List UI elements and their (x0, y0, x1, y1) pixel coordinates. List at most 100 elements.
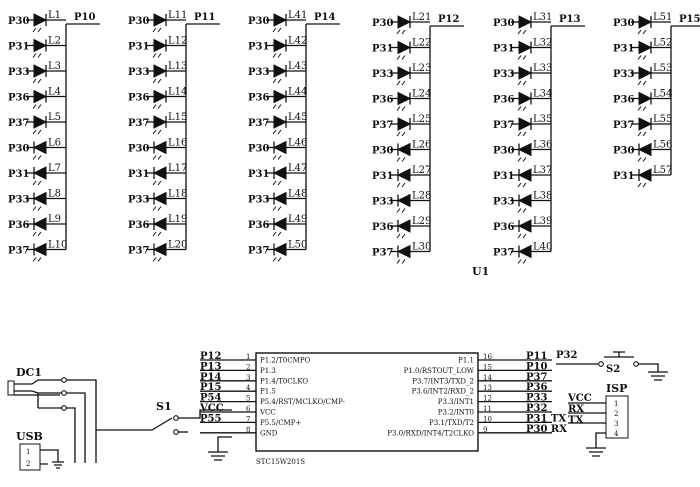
led-label: L10 (48, 240, 67, 251)
led-diode (517, 244, 532, 259)
chip-pin-name: P3.6/INT2/RXD_2 (412, 388, 474, 396)
led-label: L14 (168, 87, 187, 98)
led-diode (638, 40, 653, 55)
led-diode (397, 66, 412, 80)
led-diode (153, 13, 168, 27)
led-label: L29 (412, 216, 431, 227)
row-net-label: P31 (8, 169, 29, 180)
dc-jack-body (7, 380, 15, 396)
led-label: L17 (168, 163, 187, 174)
dc-jack-label: DC1 (16, 366, 42, 379)
led-diode (396, 244, 411, 259)
led-diode (272, 217, 287, 231)
switch-s1 (140, 417, 173, 431)
chip-pin-name: P1.4/T0CLKO (260, 377, 308, 385)
led-diode (153, 64, 168, 78)
row-net-label: P30 (248, 16, 269, 27)
led-label: L22 (412, 38, 431, 49)
led-diode (396, 168, 411, 182)
led-diode (517, 168, 532, 182)
chip-pin-name: P5.5/CMP+ (260, 419, 301, 427)
led-diode (517, 142, 532, 157)
row-net-label: P37 (248, 118, 269, 129)
chip-part-number: STC15W201S (256, 458, 305, 466)
led-diode (152, 242, 167, 257)
dc-jack-contacts (14, 379, 60, 396)
row-net-label: P37 (613, 120, 634, 131)
led-diode (152, 217, 167, 231)
chip-net-label: P32 (526, 403, 547, 414)
chip-pin-number: 2 (246, 363, 250, 371)
row-net-label: P31 (613, 171, 634, 182)
row-net-label: P36 (8, 220, 29, 231)
led-label: L1 (48, 10, 61, 21)
led-label: L46 (288, 138, 307, 149)
led-label: L28 (412, 191, 431, 202)
led-label: L41 (288, 10, 307, 21)
led-diode (396, 142, 411, 157)
chip-pin-name: P3.0/RXD/INT4/T2CLKO (387, 429, 474, 437)
led-diode (273, 89, 288, 104)
led-label: L15 (168, 112, 187, 123)
row-net-label: P30 (8, 16, 29, 27)
led-diode (153, 115, 168, 129)
led-label: L8 (48, 189, 61, 200)
row-net-label: P30 (128, 16, 149, 27)
led-label: L23 (412, 63, 431, 74)
chip-pin-name: VCC (259, 409, 276, 417)
chip-pin-name: P1.3 (260, 367, 276, 375)
button-actuator (604, 351, 634, 358)
row-net-label: P33 (372, 197, 393, 208)
led-diode (33, 13, 48, 27)
led-diode (152, 166, 167, 180)
chip-net-label: P13 (200, 361, 221, 372)
row-net-label: P30 (613, 146, 634, 157)
led-column-P14: P30L41P31L42P33L43P36L44P37L45P30L46P31L… (248, 10, 340, 262)
chip-net-label: P12 (200, 351, 221, 362)
row-net-label: P36 (128, 93, 149, 104)
chip-net-label: P37 (526, 372, 547, 383)
led-diode (273, 115, 288, 129)
svg-text:2: 2 (26, 460, 30, 468)
svg-text:RX: RX (568, 404, 584, 415)
chip-pin-number: 1 (246, 353, 250, 361)
button-net-label: P32 (556, 350, 577, 361)
row-net-label: P33 (372, 69, 393, 80)
column-port-label: P13 (559, 14, 580, 25)
chip-pin-number: 7 (246, 415, 250, 423)
led-diode (397, 91, 412, 106)
row-net-label: P37 (372, 120, 393, 131)
column-port-label: P11 (194, 12, 215, 23)
led-diode (397, 15, 412, 29)
row-net-label: P33 (248, 67, 269, 78)
led-diode (32, 191, 47, 206)
led-diode (273, 13, 288, 27)
chip-pin-number: 16 (483, 353, 492, 361)
led-label: L42 (288, 36, 307, 47)
chip-net-label: P55 (200, 413, 221, 424)
button-label: S2 (606, 364, 620, 375)
led-row: P33 L23 (372, 63, 431, 86)
led-label: L49 (288, 214, 307, 225)
svg-text:4: 4 (614, 430, 619, 438)
led-row: P33 L28 (372, 191, 431, 213)
